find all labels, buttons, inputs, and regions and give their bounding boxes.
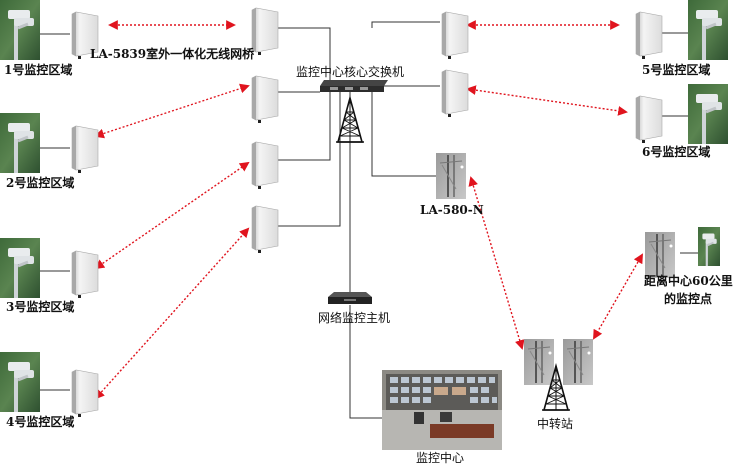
long-range-antenna-center xyxy=(435,152,467,200)
control-center-label: 监控中心 xyxy=(416,450,464,465)
relay-antenna-right xyxy=(562,338,594,386)
bridge-antenna-center-5 xyxy=(441,11,469,60)
bridge-antenna-area-5 xyxy=(635,11,663,60)
bridge-antenna-area-2 xyxy=(71,125,99,174)
camera-remote-point xyxy=(697,226,721,267)
relay-antenna-left xyxy=(523,338,555,386)
camera-area-1 xyxy=(0,0,42,62)
area-1-label: 1号监控区域 xyxy=(4,62,72,77)
camera-area-6 xyxy=(686,82,730,146)
bridge-antenna-center-4 xyxy=(251,205,279,254)
area-3-label: 3号监控区域 xyxy=(6,299,74,314)
bridge-antenna-center-2 xyxy=(251,75,279,124)
relay-station-label: 中转站 xyxy=(537,416,573,431)
camera-area-3 xyxy=(0,236,42,300)
long-range-model-label: LA-580-N xyxy=(420,203,484,217)
camera-area-2 xyxy=(0,111,42,175)
area-4-label: 4号监控区域 xyxy=(6,414,74,429)
camera-area-5 xyxy=(686,0,730,62)
bridge-antenna-area-4 xyxy=(71,369,99,418)
nvr-icon xyxy=(328,292,372,304)
nvr-label: 网络监控主机 xyxy=(318,310,390,325)
area-2-label: 2号监控区域 xyxy=(6,175,74,190)
bridge-antenna-center-1 xyxy=(251,7,279,56)
remote-point-label-line1: 距离中心60公里 xyxy=(644,273,733,288)
core-switch-label: 监控中心核心交换机 xyxy=(296,64,404,79)
core-switch-icon xyxy=(320,80,388,92)
camera-area-4 xyxy=(0,350,42,414)
bridge-model-label: LA-5839室外一体化无线网桥 xyxy=(90,46,255,61)
bridge-antenna-center-6 xyxy=(441,69,469,118)
bridge-antenna-center-3 xyxy=(251,141,279,190)
remote-point-label-line2: 的监控点 xyxy=(664,291,712,306)
bridge-antenna-area-3 xyxy=(71,250,99,299)
area-6-label: 6号监控区域 xyxy=(642,144,710,159)
wireless-links xyxy=(94,20,643,400)
long-range-antenna-remote xyxy=(644,231,676,279)
area-5-label: 5号监控区域 xyxy=(642,62,710,77)
control-center-photo xyxy=(382,370,502,450)
bridge-antenna-area-6 xyxy=(635,95,663,144)
